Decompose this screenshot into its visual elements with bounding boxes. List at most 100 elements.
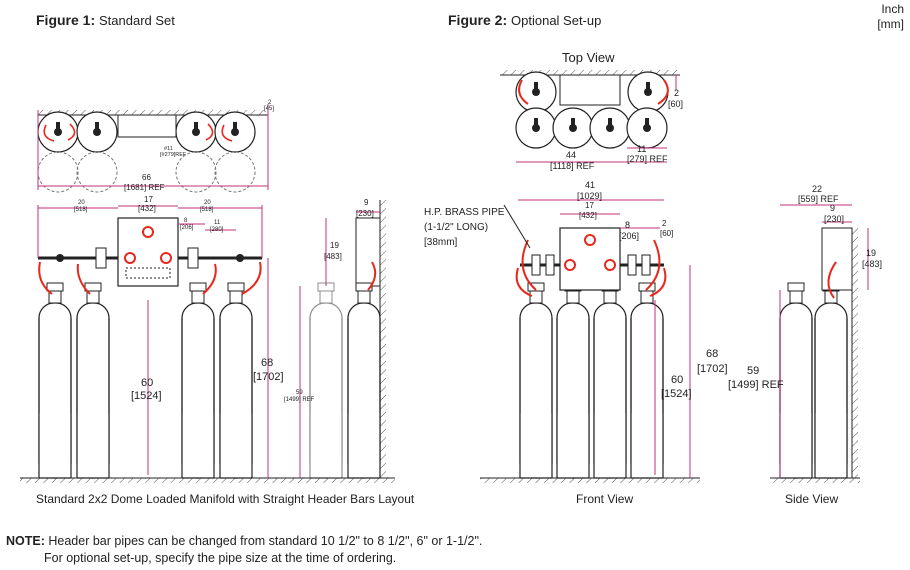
top-cylinder	[515, 107, 557, 149]
dim-mm: [206]	[619, 231, 639, 241]
dim-mm: [279] REF	[627, 154, 668, 164]
dim-value: 11	[637, 144, 646, 154]
dim-mm: [1499] REF	[284, 397, 315, 403]
dim-mm: [206]	[180, 225, 194, 231]
dim-value: #11	[164, 146, 173, 152]
figure1-dimensions: 2 [45] #11 [#279]REF 66 [1681] REF 20 [5…	[74, 100, 374, 403]
dim-mm: [432]	[579, 211, 597, 220]
dim-mm: [518]	[200, 207, 214, 213]
top-cylinder	[552, 107, 594, 149]
figure2-label: Figure 2:	[448, 12, 508, 28]
dim-value: 60	[671, 374, 683, 386]
figure1-label: Figure 1:	[36, 12, 96, 28]
gas-cylinder	[181, 282, 215, 479]
wall-hatch	[38, 110, 268, 115]
dim-value: 17	[144, 195, 153, 204]
note-block: NOTE: Header bar pipes can be changed fr…	[6, 533, 482, 567]
dim-mm: [518]	[74, 207, 88, 213]
gas-cylinder	[519, 282, 553, 479]
figure1-subtitle: Standard Set	[99, 13, 175, 28]
figure2-subtitle: Optional Set-up	[511, 13, 602, 28]
dim-value: 59	[296, 390, 303, 396]
figure1-caption: Standard 2x2 Dome Loaded Manifold with S…	[36, 492, 415, 506]
dim-value: 68	[261, 357, 273, 369]
dim-mm: [280]	[210, 227, 224, 233]
top-panel	[117, 114, 177, 138]
dim-mm: [45]	[264, 106, 274, 112]
figure2-labels: Top View Front View Side View H.P. BRASS…	[424, 50, 838, 506]
side-cylinder	[779, 282, 813, 479]
gas-cylinder	[76, 282, 110, 479]
dim-value: 11	[214, 220, 221, 226]
dim-mm: [60]	[660, 229, 673, 238]
dim-mm: [#279]REF	[160, 152, 187, 158]
dim-mm: [483]	[862, 259, 882, 269]
dim-mm: [1702]	[697, 363, 728, 375]
dim-mm: [1029]	[577, 191, 602, 201]
dim-value: 20	[204, 200, 211, 206]
top-view-label: Top View	[562, 50, 615, 65]
dim-mm: [1681] REF	[124, 183, 165, 192]
dim-mm: [1524]	[131, 390, 162, 402]
unit-inch: Inch	[881, 2, 904, 16]
dim-mm: [483]	[324, 252, 342, 261]
dim-mm: [1499] REF	[728, 379, 784, 391]
figure1-drawing	[20, 104, 395, 483]
top-cylinder	[626, 107, 668, 149]
side-cylinder	[347, 282, 381, 479]
top-cylinder	[589, 107, 631, 149]
top-cylinder	[175, 111, 217, 153]
dim-value: 59	[747, 365, 759, 377]
top-cylinder	[214, 111, 256, 153]
gas-cylinder	[219, 282, 253, 479]
top-cylinder	[76, 111, 118, 153]
gas-cylinder	[593, 282, 627, 479]
dim-value: 8	[184, 218, 188, 224]
figure2-drawing	[480, 70, 869, 483]
dim-value: 2	[662, 219, 667, 228]
gas-cylinder	[630, 282, 664, 479]
note-line2: For optional set-up, specify the pipe si…	[44, 551, 397, 565]
dim-value: 22	[812, 184, 822, 194]
units-legend: Inch [mm]	[868, 2, 904, 32]
unit-mm: [mm]	[877, 17, 904, 31]
dim-value: 9	[830, 203, 835, 213]
gas-cylinder	[38, 282, 72, 479]
dim-mm: [230]	[824, 214, 844, 224]
note-line1: Header bar pipes can be changed from sta…	[48, 534, 483, 548]
dim-mm: [1702]	[253, 371, 284, 383]
dim-value: 66	[142, 173, 151, 182]
dim-value: 2	[268, 100, 272, 106]
dim-mm: [60]	[668, 99, 683, 109]
dim-mm: [1524]	[661, 388, 692, 400]
pipe-label-line1: H.P. BRASS PIPE	[424, 207, 505, 218]
dim-value: 41	[585, 180, 595, 190]
ghost-cylinder	[309, 282, 343, 479]
dim-mm: [559] REF	[798, 194, 839, 204]
figure2-title: Figure 2: Optional Set-up	[448, 12, 601, 28]
dim-value: 19	[330, 241, 339, 250]
dim-value: 20	[78, 200, 85, 206]
dim-mm: [1118] REF	[550, 161, 595, 171]
dim-value: 8	[625, 220, 630, 230]
dim-mm: [432]	[138, 204, 156, 213]
dim-value: 19	[866, 248, 876, 258]
front-view-label: Front View	[576, 492, 633, 506]
side-view-label: Side View	[785, 492, 838, 506]
pipe-label-line3: [38mm]	[424, 237, 458, 248]
figure2-dimensions: 2 [60] 44 [1118] REF 11 [279] REF 41 [10…	[550, 88, 882, 400]
note-label: NOTE:	[6, 534, 45, 548]
dim-value: 60	[141, 377, 153, 389]
side-cylinder	[814, 282, 848, 479]
dim-value: 9	[364, 198, 369, 207]
dim-value: 44	[566, 150, 576, 160]
figure1-title: Figure 1: Standard Set	[36, 12, 175, 28]
top-cylinder	[515, 71, 557, 113]
dim-value: 68	[706, 348, 718, 360]
dim-value: 2	[674, 88, 679, 98]
manifold-panel	[559, 227, 621, 291]
top-cylinder	[627, 71, 669, 113]
gas-cylinder	[556, 282, 590, 479]
dim-mm: [230]	[356, 209, 374, 218]
